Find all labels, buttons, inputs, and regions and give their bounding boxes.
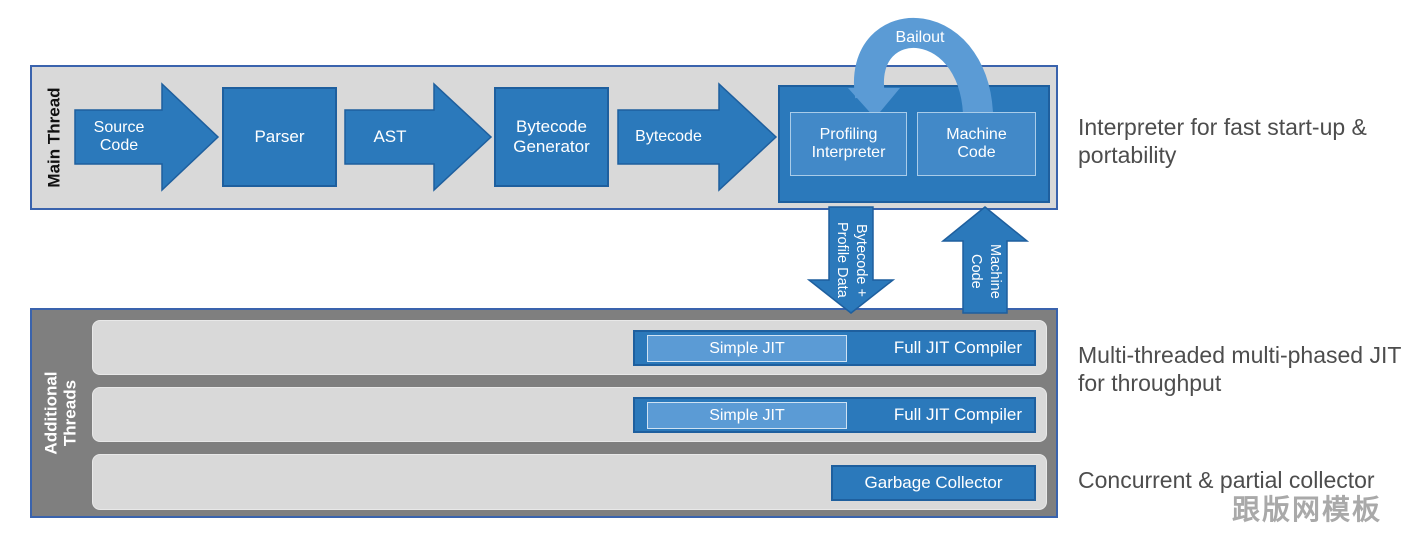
source-code-arrow-label: Source Code [93, 119, 145, 154]
full-jit-compiler-box-2: Simple JIT Full JIT Compiler [633, 397, 1036, 433]
jit-thread-row-2: Simple JIT Full JIT Compiler [92, 387, 1047, 442]
full-jit-compiler-label-2: Full JIT Compiler [893, 405, 1022, 424]
collector-annotation: Concurrent & partial collector [1078, 467, 1375, 493]
profiling-interpreter-box: Profiling Interpreter [790, 112, 907, 176]
additional-threads-label-wrap: Additional Threads [30, 308, 92, 518]
gc-thread-row: Garbage Collector [92, 454, 1047, 510]
bytecode-generator-box: Bytecode Generator [494, 87, 609, 187]
full-jit-compiler-label-1: Full JIT Compiler [893, 338, 1022, 357]
parser-box: Parser [222, 87, 337, 187]
full-jit-compiler-box-1: Simple JIT Full JIT Compiler [633, 330, 1036, 366]
machine-code-up-arrow-text: Machine Code [968, 243, 1004, 299]
simple-jit-box-2: Simple JIT [647, 402, 847, 429]
additional-threads-label: Additional Threads [41, 371, 81, 455]
bytecode-profile-down-arrow-label: Bytecode + Profile Data [824, 208, 878, 312]
main-thread-label-wrap: Main Thread [30, 65, 78, 210]
ast-arrow-label: AST [373, 127, 407, 146]
main-thread-label: Main Thread [44, 87, 64, 188]
bailout-arrow-label: Bailout [895, 29, 945, 46]
interpreter-annotation: Interpreter for fast start-up & portabil… [1078, 114, 1367, 168]
site-watermark: 跟版网模板 [1232, 494, 1383, 525]
bytecode-profile-down-arrow-text: Bytecode + Profile Data [834, 222, 870, 298]
garbage-collector-box: Garbage Collector [831, 465, 1036, 501]
bytecode-arrow-label: Bytecode [635, 128, 702, 145]
jit-thread-row-1: Simple JIT Full JIT Compiler [92, 320, 1047, 375]
simple-jit-box-1: Simple JIT [647, 335, 847, 362]
machine-code-box: Machine Code [917, 112, 1036, 176]
machine-code-up-arrow-label: Machine Code [960, 226, 1010, 316]
jit-annotation: Multi-threaded multi-phased JIT for thro… [1078, 342, 1401, 396]
